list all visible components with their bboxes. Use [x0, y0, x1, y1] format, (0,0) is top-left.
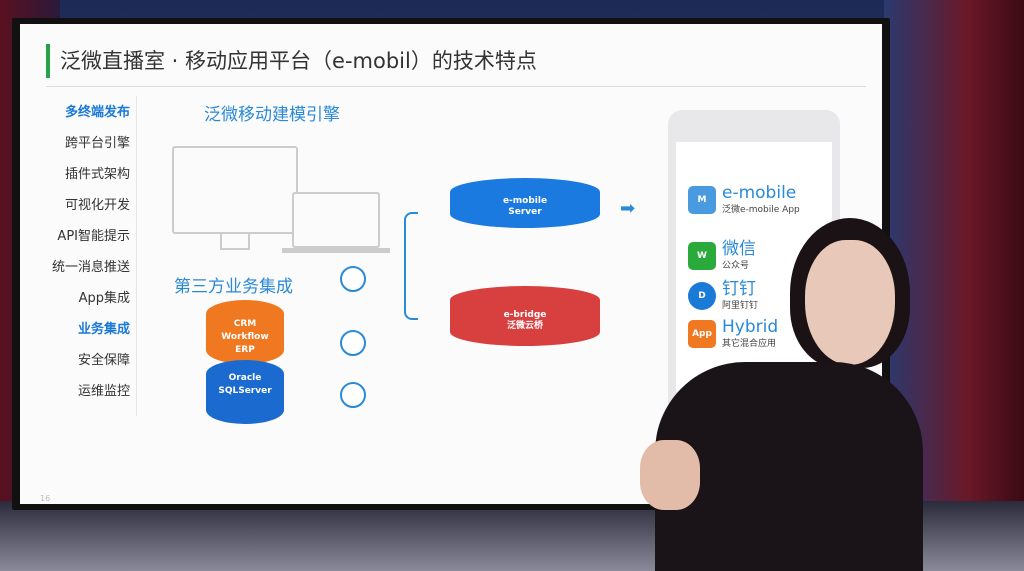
- nav-item: App集成: [78, 291, 130, 306]
- database-cylinder: Oracle SQLServer: [206, 360, 284, 424]
- monitor-stand-icon: [220, 234, 250, 250]
- app-sub: 阿里钉钉: [722, 301, 759, 311]
- app-sub: 泛微e-mobile App: [722, 205, 800, 215]
- divider: [136, 96, 137, 416]
- app-sub: 其它混合应用: [722, 339, 777, 349]
- nav-item: API智能提示: [57, 229, 130, 244]
- hybrid-app-icon: App: [688, 319, 716, 348]
- presenter-face: [805, 240, 895, 365]
- bridge-sub-label: 泛微云桥: [506, 321, 543, 331]
- page-number: 16: [40, 494, 51, 503]
- emobile-server-cylinder: e-mobile Server: [450, 178, 600, 228]
- app-sub: 公众号: [722, 261, 750, 271]
- connector-circle-icon: [340, 382, 366, 408]
- nav-item: 可视化开发: [64, 198, 130, 213]
- laptop-base-icon: [282, 248, 390, 253]
- third-party-heading: 第三方业务集成: [174, 277, 293, 297]
- laptop-icon: [292, 192, 380, 248]
- connector-circle-icon: [340, 330, 366, 356]
- engine-heading: 泛微移动建模引擎: [204, 105, 340, 125]
- app-name: 微信: [722, 239, 756, 259]
- app-item-dingtalk: D 钉钉阿里钉钉: [688, 280, 758, 311]
- app-item-emobile: M e-mobile 泛微e-mobile App: [688, 184, 800, 215]
- presenter-hand: [640, 440, 700, 510]
- db-label: Oracle: [228, 373, 262, 383]
- monitor-icon: [172, 146, 298, 234]
- emobile-icon: M: [688, 185, 716, 214]
- business-db-cylinder: CRM Workflow ERP: [206, 300, 284, 364]
- nav-item: 业务集成: [77, 322, 130, 337]
- db-label: Workflow: [221, 332, 269, 342]
- divider: [46, 86, 866, 87]
- app-name: Hybrid: [722, 317, 779, 337]
- nav-item: 运维监控: [77, 384, 130, 399]
- dingtalk-icon: D: [688, 281, 716, 310]
- ebridge-cylinder: e-bridge 泛微云桥: [450, 286, 600, 346]
- feature-nav: 多终端发布 跨平台引擎 插件式架构 可视化开发 API智能提示 统一消息推送 A…: [50, 102, 130, 412]
- app-item-hybrid: App Hybrid 其它混合应用: [688, 318, 778, 349]
- brace-icon: [404, 212, 418, 320]
- app-name: 钉钉: [722, 279, 756, 299]
- slide-title: 泛微直播室 · 移动应用平台（e-mobil）的技术特点: [46, 44, 537, 78]
- nav-item: 统一消息推送: [51, 260, 130, 275]
- connector-circle-icon: [340, 266, 366, 292]
- db-label: ERP: [235, 345, 255, 355]
- nav-item: 跨平台引擎: [64, 136, 130, 151]
- server-sub-label: Server: [508, 207, 542, 217]
- db-label: CRM: [233, 319, 257, 329]
- arrow-right-icon: ➡: [620, 198, 636, 219]
- nav-item: 多终端发布: [64, 105, 130, 120]
- db-label: SQLServer: [218, 386, 272, 396]
- nav-item: 插件式架构: [64, 167, 130, 182]
- wechat-icon: W: [688, 241, 716, 270]
- app-name: e-mobile: [722, 183, 797, 203]
- server-label: e-mobile: [502, 196, 548, 206]
- bridge-label: e-bridge: [503, 310, 547, 320]
- nav-item: 安全保障: [77, 353, 130, 368]
- app-item-wechat: W 微信公众号: [688, 240, 756, 271]
